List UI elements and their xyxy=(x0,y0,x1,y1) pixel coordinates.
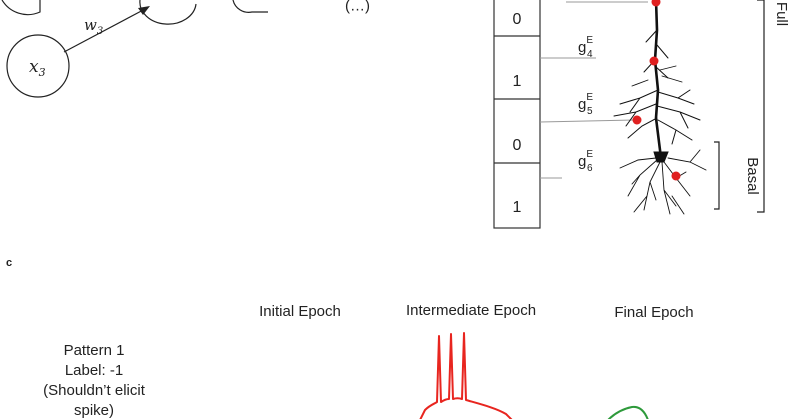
synapse-marker xyxy=(632,115,642,125)
epoch-header: Final Epoch xyxy=(614,304,693,321)
panel-a: x3 w3 (…) xyxy=(1,0,370,98)
node-x3-circle xyxy=(6,34,70,98)
epoch-header: Intermediate Epoch xyxy=(406,302,536,319)
spike-trace-intermediate xyxy=(419,332,513,419)
node-circle-partial-left xyxy=(1,0,41,16)
pattern-text-line: (Shouldn’t elicit xyxy=(43,382,146,399)
synapse-marker xyxy=(649,56,659,66)
connector-line xyxy=(539,119,635,123)
bit-cell: 1 xyxy=(513,199,522,216)
bit-cell: 0 xyxy=(513,11,522,28)
bit-cell: 0 xyxy=(513,137,522,154)
bit-cell: 1 xyxy=(513,73,522,90)
full-bracket xyxy=(757,0,765,213)
weight-arrow-line xyxy=(63,7,148,53)
synapse-marker xyxy=(671,171,681,181)
weight-arrowhead xyxy=(138,6,150,15)
pattern-text-line: spike) xyxy=(74,402,114,419)
trace-final-epoch xyxy=(607,405,649,419)
pattern-text-line: Label: -1 xyxy=(65,362,123,379)
node-x3-label: x3 xyxy=(29,57,46,79)
weight-w3-label: w3 xyxy=(84,16,103,37)
panel-letter-c: c xyxy=(6,257,12,269)
full-label: Full xyxy=(773,2,790,26)
panel-c: c Initial Epoch Intermediate Epoch Final… xyxy=(6,257,694,419)
pattern-text-line: Pattern 1 xyxy=(64,342,125,359)
synapse-marker xyxy=(651,0,661,7)
basal-label: Basal xyxy=(744,157,761,195)
bit-column xyxy=(493,0,541,229)
activation-shape-partial xyxy=(232,0,268,13)
epoch-header: Initial Epoch xyxy=(259,303,341,320)
neuron-illustration xyxy=(613,0,707,215)
node-circle-partial-top xyxy=(139,0,197,25)
basal-bracket xyxy=(714,141,720,210)
partial-text-top: (…) xyxy=(345,0,370,14)
